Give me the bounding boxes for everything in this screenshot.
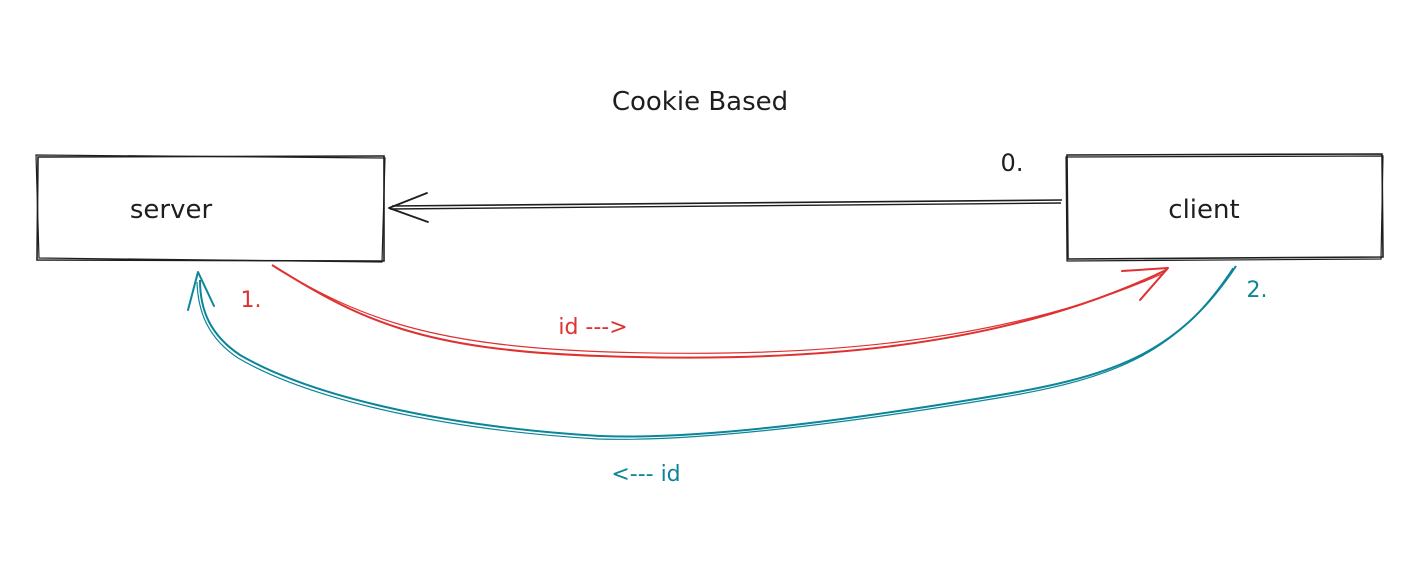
arrow-step2-curve <box>199 265 1237 438</box>
client-box-outline <box>1066 153 1384 260</box>
client-node[interactable]: client <box>1065 153 1384 262</box>
arrow-step2 <box>187 265 1237 440</box>
arrow-step2-curve-sketch <box>196 267 1234 440</box>
step2-label: 2. <box>1247 278 1268 303</box>
arrow-step1 <box>271 264 1169 359</box>
server-label: server <box>130 195 213 225</box>
arrow-step1-curve <box>271 264 1167 359</box>
diagram-title: Cookie Based <box>612 87 788 117</box>
arrow-step0-head <box>388 192 429 223</box>
arrow-step1-curve-sketch <box>275 267 1165 354</box>
server-box-outline <box>36 155 385 262</box>
client-box-outline-sketch <box>1065 155 1384 262</box>
server-box-outline-sketch <box>35 154 386 263</box>
arrow-step1-head <box>1121 267 1169 301</box>
arrow-step0-line-sketch <box>389 202 1062 210</box>
step2-edge-label: <--- id <box>611 462 680 487</box>
arrow-step0 <box>388 192 1063 223</box>
client-label: client <box>1168 195 1239 225</box>
step0-label: 0. <box>1001 149 1024 177</box>
server-node[interactable]: server <box>35 154 386 263</box>
arrow-step2-head <box>187 271 215 311</box>
step1-edge-label: id ---> <box>558 315 627 340</box>
arrow-step0-line <box>391 199 1063 207</box>
step1-label: 1. <box>241 288 262 313</box>
